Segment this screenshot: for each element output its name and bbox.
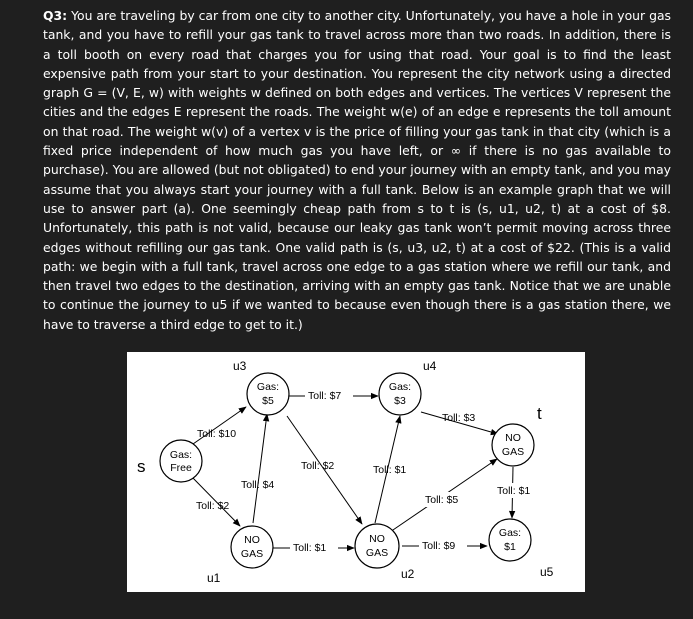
vertex-label-u5: u5 — [540, 565, 554, 579]
svg-text:$5: $5 — [262, 395, 274, 407]
edge-u2-u5: Toll: $9 — [402, 538, 488, 553]
svg-text:Toll: $7: Toll: $7 — [308, 390, 341, 402]
svg-text:Gas:: Gas: — [389, 381, 411, 393]
vertex-label-u4: u4 — [423, 359, 437, 373]
node-u2: NO GAS — [354, 523, 400, 569]
graph-figure: Toll: $10 Toll: $2 Toll: $4 Toll: $7 Tol… — [127, 352, 585, 592]
svg-text:Toll: $9: Toll: $9 — [422, 540, 455, 552]
svg-text:GAS: GAS — [366, 547, 388, 559]
svg-text:Toll: $10: Toll: $10 — [197, 428, 236, 440]
svg-text:Gas:: Gas: — [257, 381, 279, 393]
vertex-label-u2: u2 — [401, 567, 415, 581]
vertex-label-s: s — [137, 457, 146, 476]
svg-text:Gas:: Gas: — [499, 527, 521, 539]
svg-text:Toll: $1: Toll: $1 — [293, 542, 326, 554]
question-paragraph: Q3: You are traveling by car from one ci… — [43, 6, 671, 334]
edge-u2-t: Toll: $5 — [389, 458, 498, 533]
svg-text:NO: NO — [505, 432, 521, 444]
svg-text:Toll: $3: Toll: $3 — [442, 412, 475, 424]
node-u4: Gas: $3 — [378, 372, 422, 416]
svg-text:$1: $1 — [504, 541, 516, 553]
svg-text:$3: $3 — [394, 395, 406, 407]
node-u5: Gas: $1 — [488, 518, 532, 562]
node-u1: NO GAS — [230, 525, 274, 569]
vertex-label-t: t — [537, 404, 542, 423]
node-u3: Gas: $5 — [246, 372, 290, 416]
question-text: You are traveling by car from one city t… — [43, 8, 671, 332]
edge-u3-u4: Toll: $7 — [289, 388, 379, 403]
edge-u3-u2: Toll: $2 — [286, 415, 363, 525]
vertex-label-u3: u3 — [233, 359, 247, 373]
svg-text:Toll: $4: Toll: $4 — [241, 479, 274, 491]
svg-text:NO: NO — [244, 534, 260, 546]
edge-u1-u2: Toll: $1 — [273, 540, 355, 555]
svg-text:GAS: GAS — [502, 446, 524, 458]
svg-text:NO: NO — [369, 533, 385, 545]
edge-u4-t: Toll: $3 — [420, 411, 499, 436]
edge-s-u1: Toll: $2 — [190, 475, 241, 527]
svg-text:Toll: $5: Toll: $5 — [425, 494, 458, 506]
node-s: Gas: Free — [159, 439, 203, 483]
svg-text:Gas:: Gas: — [170, 449, 192, 461]
svg-text:Toll: $1: Toll: $1 — [373, 464, 406, 476]
node-t: NO GAS — [491, 423, 535, 467]
svg-text:Free: Free — [170, 462, 192, 474]
edge-s-u3: Toll: $10 — [192, 406, 247, 445]
vertex-label-u1: u1 — [207, 571, 221, 585]
svg-text:Toll: $2: Toll: $2 — [301, 460, 334, 472]
edge-u1-u3: Toll: $4 — [241, 413, 274, 524]
edge-t-u5: Toll: $1 — [495, 466, 539, 519]
question-number: Q3: — [43, 8, 68, 23]
svg-text:Toll: $1: Toll: $1 — [497, 485, 530, 497]
edge-u2-u4: Toll: $1 — [373, 415, 406, 524]
svg-text:Toll: $2: Toll: $2 — [196, 500, 229, 512]
graph-diagram: Toll: $10 Toll: $2 Toll: $4 Toll: $7 Tol… — [137, 359, 554, 585]
svg-text:GAS: GAS — [241, 548, 263, 560]
